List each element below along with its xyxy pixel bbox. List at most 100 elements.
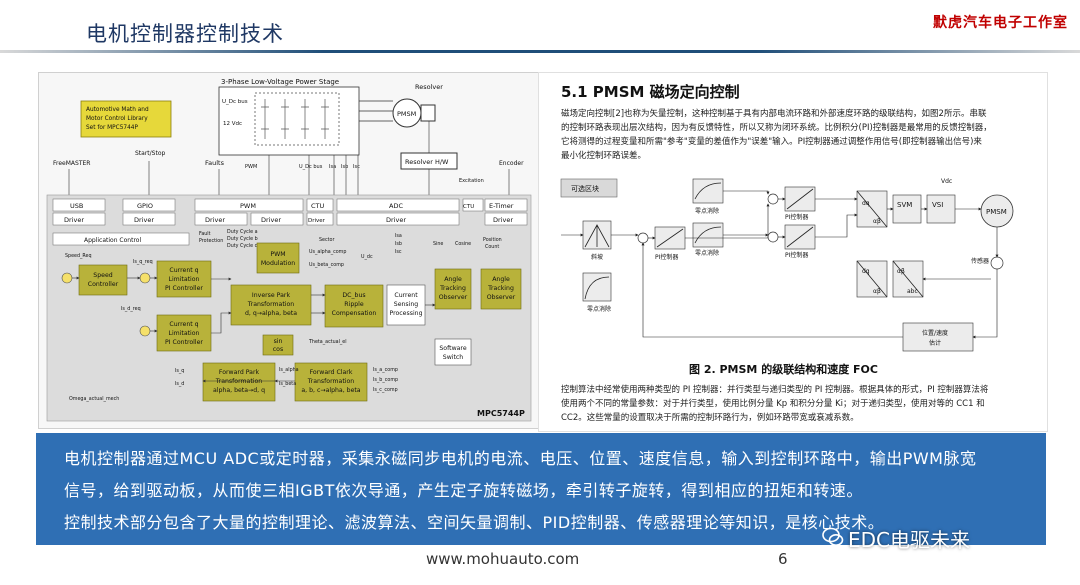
summary-line-2: 信号，给到驱动板，从而使三相IGBT依次导通，产生定子旋转磁场，牵引转子旋转，得… (64, 481, 863, 500)
speed-controller-block (78, 264, 128, 296)
pwm-modulation-block (256, 242, 300, 274)
svg-text:Isc: Isc (353, 164, 360, 170)
angle-observer-2 (480, 268, 522, 310)
svg-text:Transformation: Transformation (307, 378, 354, 385)
svg-text:U_Dc bus: U_Dc bus (299, 164, 323, 170)
svg-text:Driver: Driver (134, 216, 154, 224)
summary-box: 电机控制器通过MCU ADC或定时器，采集永磁同步电机的电流、电压、位置、速度信… (36, 433, 1046, 545)
sin-cos-block (262, 334, 294, 356)
svg-text:可选区块: 可选区块 (571, 184, 599, 193)
svg-text:Current q: Current q (169, 321, 198, 328)
svg-text:Count: Count (485, 244, 499, 250)
angle-observer-1 (434, 268, 472, 310)
svg-text:Current q: Current q (169, 267, 198, 274)
svg-text:Duty Cycle a: Duty Cycle a (227, 229, 258, 235)
resolver-icon (420, 104, 436, 122)
svg-text:Driver: Driver (261, 216, 281, 224)
footer-url[interactable]: www.mohuauto.com (426, 550, 580, 568)
svg-text:GPIO: GPIO (137, 202, 153, 210)
svg-text:Sensing: Sensing (394, 301, 419, 308)
svg-text:CTU: CTU (311, 202, 325, 210)
power-stage-box (218, 86, 360, 156)
software-switch-block (434, 338, 472, 366)
svg-text:Start/Stop: Start/Stop (135, 150, 166, 157)
wechat-icon (822, 527, 844, 546)
svg-text:Theta_actual_el: Theta_actual_el (308, 339, 347, 345)
forward-clark-block (294, 362, 368, 402)
svg-text:Isb: Isb (341, 164, 348, 170)
svg-text:Speed: Speed (93, 272, 112, 279)
svg-text:Sector: Sector (319, 237, 334, 243)
svg-text:Vdc: Vdc (941, 178, 952, 185)
svg-text:Duty Cycle b: Duty Cycle b (227, 236, 258, 242)
current-sensing-block (386, 284, 426, 326)
svg-text:Automotive Math and: Automotive Math and (86, 107, 149, 113)
svg-text:Position: Position (483, 237, 502, 243)
svg-text:Faults: Faults (205, 159, 225, 167)
svg-text:Is_d: Is_d (175, 381, 184, 387)
svg-text:Controller: Controller (88, 281, 119, 288)
resolver-label: Resolver (415, 83, 443, 91)
svg-text:CTU: CTU (463, 204, 474, 210)
pmsm-label: PMSM (397, 110, 416, 118)
svg-text:Software: Software (439, 345, 466, 352)
svg-text:PWM: PWM (270, 251, 285, 258)
svg-text:Cosine: Cosine (455, 241, 471, 247)
document-excerpt-panel: 5.1 PMSM 磁场定向控制 磁场定向控制[2]也称为矢量控制，这种控制基于具… (538, 72, 1048, 432)
svg-text:Is_q_req: Is_q_req (133, 259, 153, 265)
svg-text:Isb: Isb (395, 241, 402, 247)
svg-text:Is_a_comp: Is_a_comp (373, 367, 398, 373)
svg-text:Angle: Angle (444, 276, 462, 283)
svg-text:PI控制器: PI控制器 (655, 253, 678, 261)
svg-text:Resolver H/W: Resolver H/W (405, 158, 449, 166)
svg-text:sin: sin (274, 338, 283, 345)
svg-text:abc: abc (907, 288, 918, 295)
svg-text:PMSM: PMSM (986, 208, 1007, 216)
forward-park-block (202, 362, 276, 402)
svg-text:Isa: Isa (329, 164, 336, 170)
svg-text:斜坡: 斜坡 (591, 253, 603, 261)
page-title: 电机控制器控制技术 (86, 22, 284, 46)
svg-text:a, b, c→alpha, beta: a, b, c→alpha, beta (301, 387, 360, 394)
svg-text:DC_bus: DC_bus (342, 292, 365, 299)
svg-text:Set for MPC5744P: Set for MPC5744P (86, 125, 138, 131)
svg-text:估计: 估计 (929, 339, 941, 347)
svg-text:PI Controller: PI Controller (165, 285, 203, 292)
svg-text:alpha, beta→d, q: alpha, beta→d, q (213, 387, 265, 394)
svg-text:PI Controller: PI Controller (165, 339, 203, 346)
svg-text:Driver: Driver (64, 216, 84, 224)
inverse-park-block (230, 284, 312, 326)
svg-text:Tracking: Tracking (439, 285, 466, 292)
svg-text:U_dc: U_dc (361, 254, 373, 260)
svg-text:PI控制器: PI控制器 (785, 251, 808, 259)
svg-text:Processing: Processing (389, 310, 422, 317)
svg-text:零点消除: 零点消除 (695, 207, 719, 215)
svg-text:Excitation: Excitation (459, 178, 484, 184)
svg-text:Is_q: Is_q (175, 368, 184, 374)
svg-text:Driver: Driver (493, 216, 513, 224)
svg-text:αβ: αβ (897, 268, 905, 275)
summary-line-1: 电机控制器通过MCU ADC或定时器，采集永磁同步电机的电流、电压、位置、速度信… (64, 449, 977, 468)
svg-text:Driver: Driver (386, 216, 406, 224)
mcu-label: MPC5744P (477, 409, 525, 418)
svg-text:Isc: Isc (395, 249, 402, 255)
page-number: 6 (778, 550, 788, 568)
svg-text:Is_alpha: Is_alpha (279, 367, 299, 373)
svg-text:位置/速度: 位置/速度 (922, 329, 948, 337)
svg-text:Observer: Observer (439, 294, 468, 301)
header-divider (0, 50, 1080, 53)
svg-text:dq: dq (862, 268, 870, 275)
svg-text:Is_beta: Is_beta (279, 381, 296, 387)
svg-text:Forward Clark: Forward Clark (310, 369, 353, 376)
svg-text:Observer: Observer (487, 294, 516, 301)
motor-control-block-diagram: 3-Phase Low-Voltage Power Stage U_Dc bus… (46, 78, 532, 422)
figure-caption: 图 2. PMSM 的级联结构和速度 FOC (689, 363, 878, 376)
svg-text:Angle: Angle (492, 276, 510, 283)
inverter-bridge (254, 92, 340, 146)
svg-text:SVM: SVM (897, 201, 912, 209)
svg-text:αβ: αβ (873, 218, 881, 225)
svg-text:E-Timer: E-Timer (489, 202, 514, 210)
summary-line-3: 控制技术部分包含了大量的控制理论、滤波算法、空间矢量调制、PID控制器、传感器理… (64, 513, 885, 532)
svg-text:PI控制器: PI控制器 (785, 213, 808, 221)
brand-label: 默虎汽车电子工作室 (933, 15, 1068, 31)
